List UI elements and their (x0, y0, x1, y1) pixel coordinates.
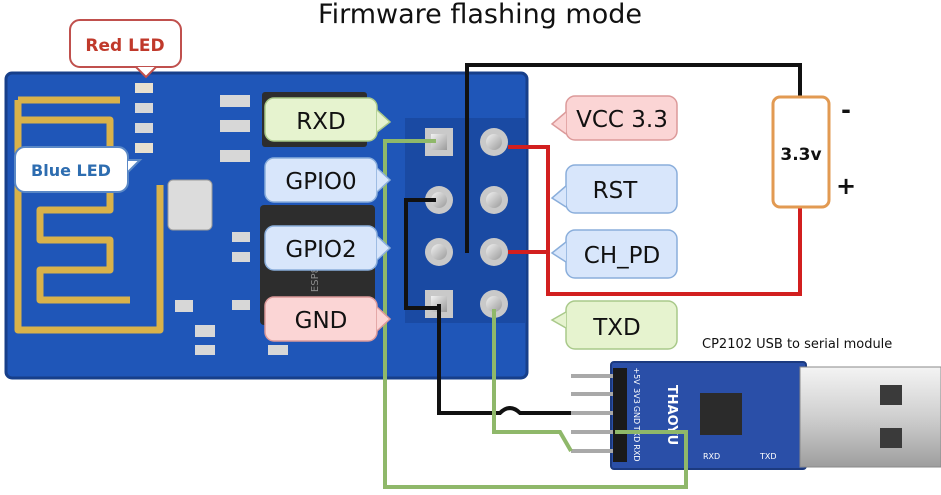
callout-blue-led: Blue LED (14, 146, 143, 193)
usb-module-chip (700, 393, 742, 435)
supply-minus-label: - (841, 96, 851, 124)
usb-pin-label-5v: +5V (632, 367, 641, 385)
callout-vcc: VCC 3.3 (550, 95, 678, 141)
callout-ch-pd-text: CH_PD (584, 243, 660, 269)
usb-module-pins (571, 374, 615, 453)
smd-components (135, 83, 288, 355)
callout-gnd-text: GND (295, 308, 348, 334)
wire-green-txd-rxd (492, 309, 573, 453)
callout-txd-text: TXD (592, 315, 641, 341)
cp2102-module: +5V 3V3 GND TXD RXD THAOYU RXD TXD CP210… (571, 337, 941, 470)
callout-rst: RST (550, 164, 678, 214)
callout-vcc-text: VCC 3.3 (576, 107, 668, 133)
usb-pin-label-rxd: RXD (632, 444, 641, 461)
usb-module-brand: THAOYU (664, 385, 679, 445)
usb-pin-label-gnd: GND (632, 406, 641, 424)
callout-gpio0: GPIO0 (264, 157, 392, 203)
red-led (135, 83, 153, 93)
supply-plus-label: + (836, 172, 856, 200)
wire-black-supply-neg (465, 63, 802, 253)
usb-plug (799, 366, 941, 468)
supply-voltage-label: 3.3v (780, 145, 821, 165)
callout-gnd: GND (264, 296, 392, 342)
wire-green-rxd-txd (383, 139, 688, 489)
callout-red-led: Red LED (69, 19, 182, 79)
callout-rxd-text: RXD (296, 109, 345, 135)
wire-red-vcc (508, 145, 802, 296)
diagram-title: Firmware flashing mode (318, 0, 642, 30)
wire-black-gpio0-gnd (404, 198, 440, 310)
crystal (167, 179, 213, 231)
wire-black-gnd-usb (437, 304, 571, 415)
callout-red-led-text: Red LED (85, 36, 164, 56)
callout-rxd: RXD (264, 97, 392, 142)
callout-ch-pd: CH_PD (550, 229, 678, 279)
wiring (383, 63, 802, 489)
callout-gpio2: GPIO2 (264, 225, 392, 271)
callout-txd: TXD (550, 300, 678, 350)
callout-rst-text: RST (593, 178, 639, 204)
usb-board-label-txd: TXD (759, 452, 777, 461)
usb-module-caption: CP2102 USB to serial module (702, 337, 892, 352)
callout-gpio0-text: GPIO0 (285, 169, 356, 195)
callout-blue-led-text: Blue LED (31, 161, 111, 180)
callout-gpio2-text: GPIO2 (285, 237, 356, 263)
blue-led (135, 143, 153, 153)
supply-box: 3.3v - + (771, 95, 856, 209)
usb-pin-label-3v3: 3V3 (632, 388, 641, 404)
usb-board-label-rxd: RXD (703, 452, 720, 461)
